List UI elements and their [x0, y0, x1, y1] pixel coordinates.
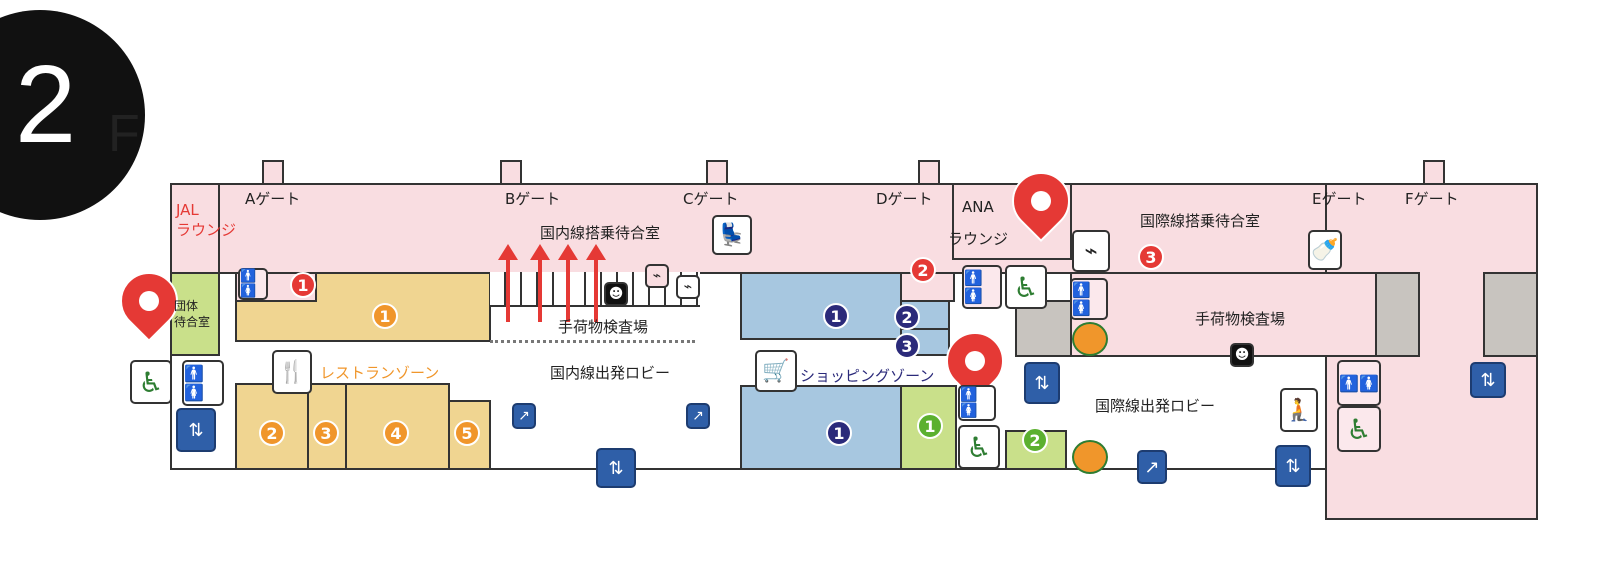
- floor-suffix: F: [108, 105, 140, 163]
- gate-d-label: Dゲート: [876, 190, 933, 208]
- accessible-restroom-icon: ♿: [1337, 406, 1381, 452]
- marker-orange-3: 3: [313, 420, 339, 446]
- smoking-icon: ⌁: [645, 264, 669, 288]
- escalator-icon: ↗: [1137, 450, 1167, 484]
- security-guard-icon: ☻: [1230, 343, 1254, 367]
- ana-lounge-label: ANA: [962, 198, 994, 216]
- restroom-icon: 🚹🚺: [1070, 278, 1108, 320]
- shop-1-north: [740, 272, 902, 340]
- marker-red-2: 2: [910, 257, 936, 283]
- gate-notch-d: [918, 160, 940, 186]
- elevator-icon: ⇅: [596, 448, 636, 488]
- marker-navy-1: 1: [823, 303, 849, 329]
- dotted-boundary: [490, 340, 695, 343]
- marker-red-1: 1: [290, 272, 316, 298]
- up-arrow-1: [498, 244, 518, 322]
- up-arrow-2: [530, 244, 550, 322]
- up-arrow-3: [558, 244, 578, 322]
- restroom-icon: 🚹🚺: [238, 268, 268, 300]
- gray-column-2: [1483, 272, 1538, 357]
- marker-green-1: 1: [917, 413, 943, 439]
- marker-orange-5: 5: [454, 420, 480, 446]
- marker-navy-3: 3: [894, 333, 920, 359]
- international-lobby-label: 国際線出発ロビー: [1095, 397, 1216, 415]
- mascot-icon: [1072, 322, 1108, 356]
- elevator-icon: ⇅: [1024, 362, 1060, 404]
- seat-icon: 💺: [712, 215, 752, 255]
- marker-navy-1b: 1: [826, 420, 852, 446]
- restaurant-zone-label: レストランゾーン: [320, 364, 440, 382]
- restroom-icon: 🚹🚺: [958, 385, 996, 421]
- restroom-icon: 🚹🚺: [182, 360, 224, 406]
- escalator-icon: ↗: [512, 403, 536, 429]
- marker-orange-4: 4: [383, 420, 409, 446]
- gate-a-label: Aゲート: [245, 190, 301, 208]
- gate-notch-b: [500, 160, 522, 186]
- gate-notch-f: [1423, 160, 1445, 186]
- marker-navy-2: 2: [894, 304, 920, 330]
- restroom-icon: 🚹🚺: [962, 265, 1002, 309]
- gate-f-label: Fゲート: [1405, 190, 1459, 208]
- baby-bottle-icon: 🍼: [1308, 230, 1342, 270]
- marker-green-2: 2: [1022, 427, 1048, 453]
- security-guard-icon: ☻: [604, 282, 628, 306]
- marker-orange-1: 1: [372, 303, 398, 329]
- group-waiting-label-2: 待合室: [174, 315, 211, 329]
- gate-c-label: Cゲート: [683, 190, 739, 208]
- group-waiting-label-1: 団体: [174, 299, 199, 313]
- accessible-restroom-icon: ♿: [958, 425, 1000, 469]
- gray-block: [1015, 300, 1072, 357]
- restaurant-1: [235, 272, 491, 342]
- gate-b-label: Bゲート: [505, 190, 561, 208]
- gate-e-label: Eゲート: [1312, 190, 1367, 208]
- accessible-restroom-icon: ♿: [1005, 265, 1047, 309]
- shop-1-south: [740, 385, 902, 470]
- elevator-icon: ⇅: [1470, 362, 1506, 398]
- international-waiting-label: 国際線搭乗待合室: [1140, 212, 1261, 230]
- shopping-zone-label: ショッピングゾーン: [800, 367, 935, 385]
- domestic-waiting-label: 国内線搭乗待合室: [540, 224, 661, 242]
- smoking-room-icon: ⌁: [1072, 230, 1110, 272]
- elevator-icon: ⇅: [176, 408, 216, 452]
- up-arrow-4: [586, 244, 606, 322]
- smoking-icon: ⌁: [676, 275, 700, 299]
- marker-red-3: 3: [1138, 244, 1164, 270]
- group-waiting-room: [170, 272, 220, 356]
- domestic-security-label: 手荷物検査場: [558, 318, 649, 336]
- international-security-label: 手荷物検査場: [1195, 310, 1286, 328]
- gate-notch-c: [706, 160, 728, 186]
- group-waiting-label: 団体待合室: [174, 298, 210, 330]
- elevator-icon: ⇅: [1275, 445, 1311, 487]
- mascot-icon: [1072, 440, 1108, 474]
- shopping-cart-icon: 🛒: [755, 350, 797, 392]
- restaurant-icon: 🍴: [272, 350, 312, 394]
- jal-lounge-label: JAL ラウンジ: [176, 201, 237, 239]
- marker-orange-2: 2: [259, 420, 285, 446]
- gray-column-1: [1375, 272, 1420, 357]
- escalator-icon: ↗: [686, 403, 710, 429]
- international-security-area: [1070, 272, 1377, 357]
- floor-number: 2: [15, 43, 77, 166]
- gate-notch-a: [262, 160, 284, 186]
- ana-lounge-label-2: ラウンジ: [948, 230, 1009, 248]
- accessible-restroom-icon: ♿: [130, 360, 172, 404]
- restroom-icon: 🚹🚺: [1337, 360, 1381, 406]
- prayer-room-icon: 🧎: [1280, 388, 1318, 432]
- domestic-lobby-label: 国内線出発ロビー: [550, 364, 671, 382]
